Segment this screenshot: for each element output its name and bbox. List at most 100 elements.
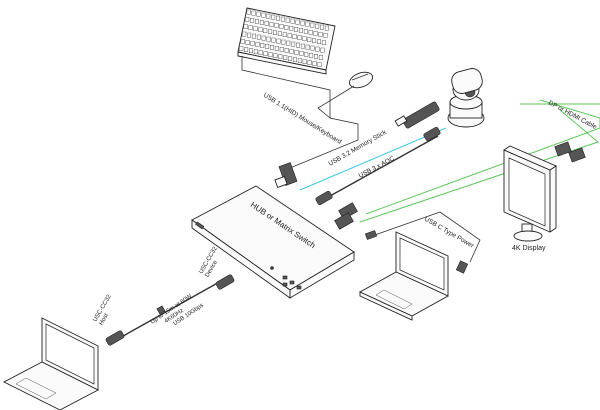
keyboard-key (242, 31, 247, 37)
usbc-power-cable (371, 211, 441, 237)
keyboard-key (274, 46, 279, 51)
keyboard-key (315, 23, 320, 29)
keyboard-key (258, 27, 263, 33)
keyboard-key (248, 25, 253, 31)
keyboard-key (276, 38, 281, 44)
keyboard-key (297, 58, 302, 63)
keyboard-key (284, 48, 289, 53)
keyboard-key (250, 41, 255, 46)
cable-inline-marker (156, 305, 166, 315)
keyboard-key (282, 32, 287, 37)
keyboard-key (264, 21, 269, 26)
keyboard-key (256, 34, 261, 40)
keyboard-key (297, 35, 302, 40)
keyboard-key (279, 47, 284, 52)
keyboard-key (289, 26, 294, 31)
keyboard-key (289, 49, 294, 54)
aoc-cable-cyan (299, 127, 447, 191)
keyboard-key (314, 54, 319, 59)
aoc-label: USB 3.x AOC (358, 155, 396, 180)
keyboard-key (263, 51, 268, 56)
host-label: USC-CC32 Host (93, 293, 114, 327)
keyboard-key (244, 47, 249, 52)
keyboard-key (317, 62, 322, 67)
keyboard-key (291, 41, 296, 47)
keyboard-key (312, 61, 317, 66)
display-icon (503, 145, 557, 242)
keyboard-key (271, 37, 276, 43)
keyboard-key (320, 24, 325, 30)
keyboard-key (293, 57, 298, 62)
keyboard-key (323, 33, 328, 38)
usbc-power-label: USB C Type Power (423, 216, 476, 250)
camera-icon (447, 68, 485, 128)
cable-spec-label: Up to 15m at 60W 4K60Hz USB 10Gbps (150, 293, 205, 327)
keyboard-key (253, 26, 258, 32)
keyboard-key (247, 32, 252, 38)
display-video-connectors (554, 141, 586, 163)
keyboard-key (265, 44, 270, 49)
keyboard-key (273, 53, 278, 58)
keyboard-key (269, 22, 274, 27)
keyboard-key (245, 17, 250, 22)
keyboard-key (303, 29, 308, 34)
keyboard-key (284, 25, 289, 30)
keyboard-key (274, 23, 279, 28)
usbc-power-plug (364, 230, 378, 240)
hub-video-connectors (334, 202, 358, 230)
keyboard-key (318, 55, 323, 60)
keyboard-key (313, 31, 318, 36)
mouse-cable (317, 85, 355, 119)
keyboard-key (276, 15, 281, 21)
video-cable-green-2 (359, 109, 600, 223)
keyboard-key (280, 16, 285, 22)
hub-matrix-switch (191, 185, 355, 299)
keyboard-key (248, 48, 253, 53)
keyboard-key (246, 9, 251, 15)
keyboard-key (317, 39, 322, 44)
keyboard-key (320, 47, 325, 53)
keyboard-key (294, 50, 299, 55)
keyboard-key (305, 21, 310, 27)
keyboard-key (255, 42, 260, 47)
keyboard-key (300, 43, 305, 49)
keyboard-key (283, 55, 288, 60)
laptop-right-icon (359, 231, 449, 321)
keyboard-key (261, 35, 266, 41)
keyboard-key (279, 24, 284, 29)
laptop-left-icon (3, 317, 99, 410)
keyboard-key (266, 13, 271, 19)
keyboard-key (305, 44, 310, 50)
keyboard-key (243, 24, 248, 30)
keyboard-key (251, 10, 256, 16)
keyboard-key (277, 31, 282, 37)
laptop-usbc-plug (455, 260, 469, 274)
svg-text:Host: Host (99, 313, 111, 327)
keyboard-key (268, 52, 273, 57)
keyboard-key (250, 18, 255, 23)
aoc-connector-top (423, 126, 441, 142)
aoc-cable (329, 135, 439, 197)
keyboard-key (259, 20, 264, 25)
keyboard-key (307, 60, 312, 65)
keyboard-key (285, 17, 290, 23)
usc-cc32-device-connector (215, 274, 235, 290)
keyboard-key (287, 33, 292, 38)
keyboard-key (292, 34, 297, 39)
keyboard-key (312, 38, 317, 43)
keyboard-key (290, 18, 295, 24)
keyboard-icon (237, 7, 336, 75)
keyboard-key (260, 43, 265, 48)
keyboard-key (302, 59, 307, 64)
usc-cc32-cable (115, 275, 231, 341)
keyboard-key (324, 25, 329, 31)
keyboard-key (286, 40, 291, 46)
keyboard-key (288, 56, 293, 61)
keyboard-key (310, 45, 315, 51)
keyboard-key (310, 22, 315, 28)
keyboard-key (309, 53, 314, 58)
keyboard-key (239, 46, 244, 51)
keyboard-key (261, 12, 266, 18)
